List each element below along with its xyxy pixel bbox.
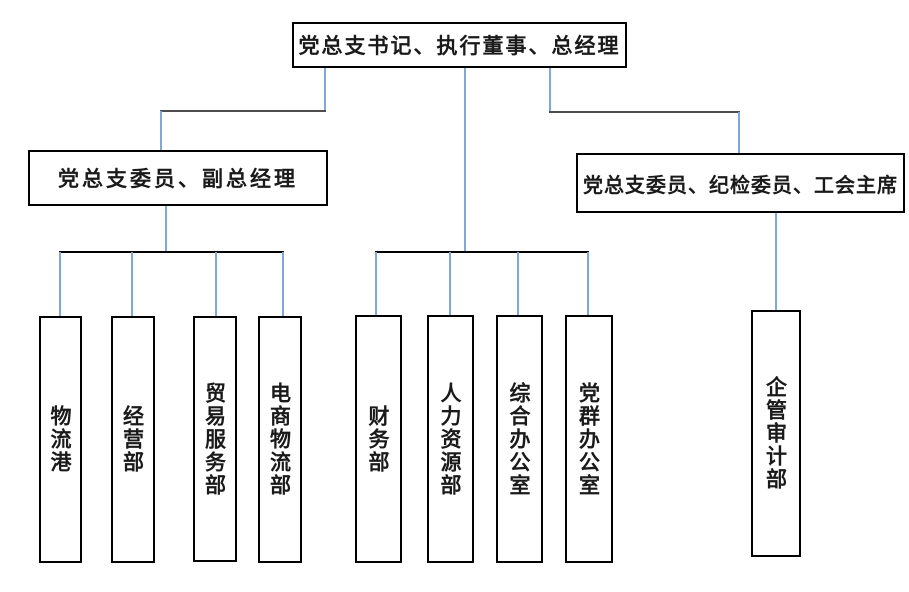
deputy-gm-node: 党总支委员、副总经理	[28, 150, 328, 206]
connector-middle-group-bus	[375, 251, 589, 253]
connector-drop-operations	[131, 252, 133, 316]
connector-drop-general-office	[517, 252, 519, 315]
connector-drop-hr	[449, 252, 451, 315]
dept-general-office-label: 综合办公室	[507, 381, 532, 497]
discipline-union-node: 党总支委员、纪检委员、工会主席	[576, 153, 905, 213]
dept-logistics-port-label: 物流港	[48, 405, 73, 474]
connector-left-group-bus	[59, 251, 284, 253]
dept-logistics-port: 物流港	[39, 316, 82, 563]
dept-hr-label: 人力资源部	[438, 381, 463, 497]
dept-general-office: 综合办公室	[496, 315, 543, 563]
dept-ecommerce-logistics: 电商物流部	[258, 316, 302, 563]
dept-audit-label: 企管审计部	[763, 376, 789, 491]
connector-drop-ecommerce-logistics	[282, 252, 284, 316]
connector-root-to-middle-bus	[464, 68, 466, 252]
connector-drop-finance	[375, 252, 377, 315]
dept-trade-services: 贸易服务部	[193, 316, 237, 562]
dept-party-mass-office: 党群办公室	[565, 315, 613, 563]
connector-drop-audit	[775, 213, 777, 310]
connector-drop-party-mass-office	[587, 252, 589, 315]
connector-deputy-to-bus	[165, 206, 167, 252]
root-node: 党总支书记、执行董事、总经理	[292, 22, 627, 68]
discipline-union-node-label: 党总支委员、纪检委员、工会主席	[583, 172, 898, 197]
connector-drop-trade-services	[215, 252, 217, 316]
root-node-label: 党总支书记、执行董事、总经理	[298, 33, 621, 58]
connector-down-to-deputy-box	[160, 111, 162, 150]
dept-operations-label: 经营部	[120, 405, 146, 474]
dept-hr: 人力资源部	[427, 315, 474, 563]
dept-ecommerce-logistics-label: 电商物流部	[267, 382, 293, 497]
connector-down-to-discipline-box	[738, 112, 740, 153]
dept-finance-label: 财务部	[366, 404, 391, 474]
connector-root-to-left-stub	[324, 68, 326, 112]
dept-audit: 企管审计部	[751, 310, 801, 557]
connector-left-horizontal	[160, 110, 326, 112]
dept-finance: 财务部	[355, 315, 402, 563]
deputy-gm-node-label: 党总支委员、副总经理	[58, 166, 298, 191]
dept-trade-services-label: 贸易服务部	[202, 381, 228, 497]
connector-root-to-right-stub	[549, 68, 551, 113]
connector-right-horizontal	[549, 111, 740, 113]
connector-drop-logistics-port	[59, 252, 61, 316]
dept-operations: 经营部	[111, 316, 155, 563]
dept-party-mass-office-label: 党群办公室	[576, 381, 602, 497]
